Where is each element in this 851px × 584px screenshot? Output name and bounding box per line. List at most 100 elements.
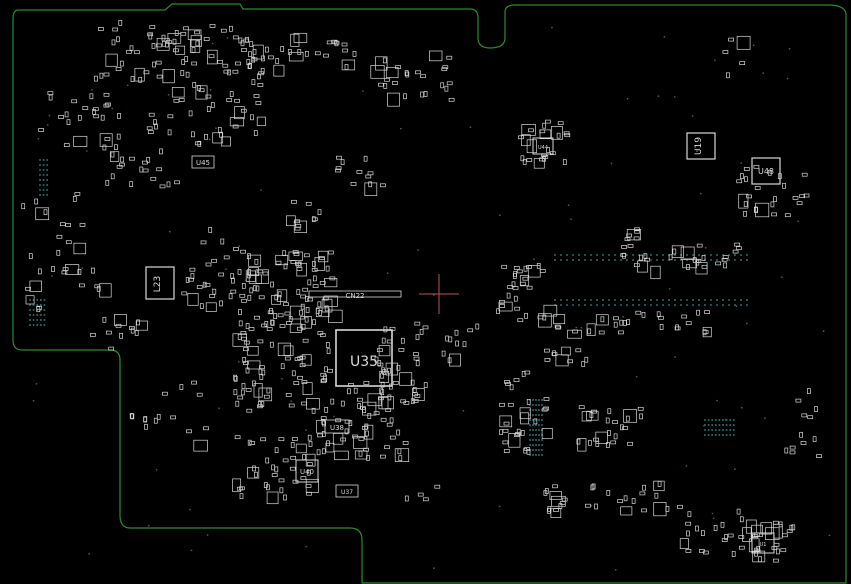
smd-component — [696, 309, 700, 316]
smd-component — [277, 342, 291, 356]
smd-component — [257, 73, 261, 80]
smd-component — [685, 521, 692, 526]
smd-component — [159, 148, 163, 155]
smd-component — [503, 449, 510, 453]
smd-component — [380, 454, 386, 459]
smd-component — [151, 43, 156, 49]
smd-component — [239, 493, 244, 500]
smd-component — [400, 337, 405, 344]
ic-u40[interactable]: U40 — [295, 459, 319, 483]
smd-component — [162, 391, 168, 396]
ic-u38[interactable]: U38 — [324, 419, 350, 434]
via-dot — [209, 89, 212, 91]
smd-component — [412, 392, 419, 397]
u48-label: U48 — [758, 167, 774, 176]
ic-u37[interactable]: U37 — [335, 484, 359, 498]
smd-component — [90, 333, 96, 337]
smd-component — [91, 267, 95, 274]
smd-component — [543, 304, 558, 317]
via-dot — [716, 399, 718, 402]
smd-component — [312, 284, 319, 288]
smd-component — [422, 497, 429, 502]
smd-component — [731, 551, 736, 557]
ic-u45[interactable]: U45 — [191, 155, 215, 169]
smd-component — [524, 370, 531, 375]
smd-component — [752, 534, 759, 538]
smd-component — [234, 98, 240, 103]
smd-component — [536, 263, 541, 269]
smd-component — [807, 388, 811, 394]
smd-component — [659, 324, 664, 330]
smd-component — [299, 309, 303, 316]
smd-component — [167, 114, 174, 119]
ic-u19[interactable]: U19 — [686, 132, 716, 160]
smd-component — [232, 69, 239, 74]
smd-component — [289, 305, 305, 320]
smd-component — [275, 58, 280, 64]
smd-component — [102, 144, 107, 151]
smd-component — [634, 229, 641, 234]
inductor-l23[interactable]: L23 — [145, 266, 175, 300]
smd-component — [420, 74, 426, 79]
smd-component — [513, 266, 520, 270]
smd-component — [577, 438, 587, 452]
smd-component — [273, 64, 285, 77]
via-dot — [650, 254, 652, 256]
smd-component — [784, 213, 791, 218]
smd-component — [291, 199, 297, 204]
via-dot — [692, 304, 694, 306]
via-dot — [725, 424, 728, 426]
connector-cn22[interactable]: CN22 — [308, 290, 402, 300]
smd-component — [631, 498, 636, 504]
smd-component — [198, 88, 205, 93]
via-dot — [533, 258, 535, 261]
smd-component — [257, 404, 263, 409]
ic-u44[interactable]: U44 — [532, 137, 554, 155]
ic-u35[interactable]: U35 — [335, 329, 393, 387]
via-dot — [572, 254, 574, 256]
smd-component — [205, 94, 212, 99]
smd-component — [254, 471, 258, 478]
ic-u48[interactable]: U48 — [751, 157, 781, 185]
smd-component — [770, 201, 775, 208]
via-dot — [462, 410, 465, 412]
via-dot — [551, 26, 553, 29]
via-dot — [718, 434, 721, 436]
via-dot — [532, 424, 534, 426]
smd-component — [738, 545, 745, 550]
smd-component — [380, 389, 385, 396]
smd-component — [171, 87, 185, 98]
via-dot — [746, 254, 748, 256]
smd-component — [252, 465, 256, 472]
smd-component — [134, 67, 145, 82]
smd-component — [106, 330, 112, 335]
smd-component — [180, 31, 187, 36]
via-dot — [46, 194, 49, 196]
via-dot — [590, 254, 592, 256]
smd-component — [380, 417, 387, 422]
smd-component — [513, 378, 520, 382]
via-dot — [674, 299, 676, 301]
via-dot — [745, 322, 748, 325]
ic-u1[interactable]: U1 — [751, 532, 775, 554]
smd-component — [305, 484, 312, 488]
via-dot — [417, 249, 419, 252]
smd-component — [300, 316, 312, 329]
smd-component — [72, 196, 77, 202]
via-dot — [590, 504, 593, 507]
smd-component — [526, 139, 537, 154]
via-dot — [725, 434, 728, 436]
smd-component — [326, 40, 333, 45]
smd-component — [307, 434, 312, 441]
via-dot — [711, 434, 714, 436]
via-dot — [42, 194, 45, 196]
via-dot — [566, 304, 568, 306]
smd-component — [590, 484, 595, 491]
via-dot — [740, 304, 742, 306]
via-dot — [155, 468, 158, 471]
via-dot — [662, 254, 664, 256]
smd-component — [674, 326, 681, 331]
smd-component — [324, 278, 338, 288]
